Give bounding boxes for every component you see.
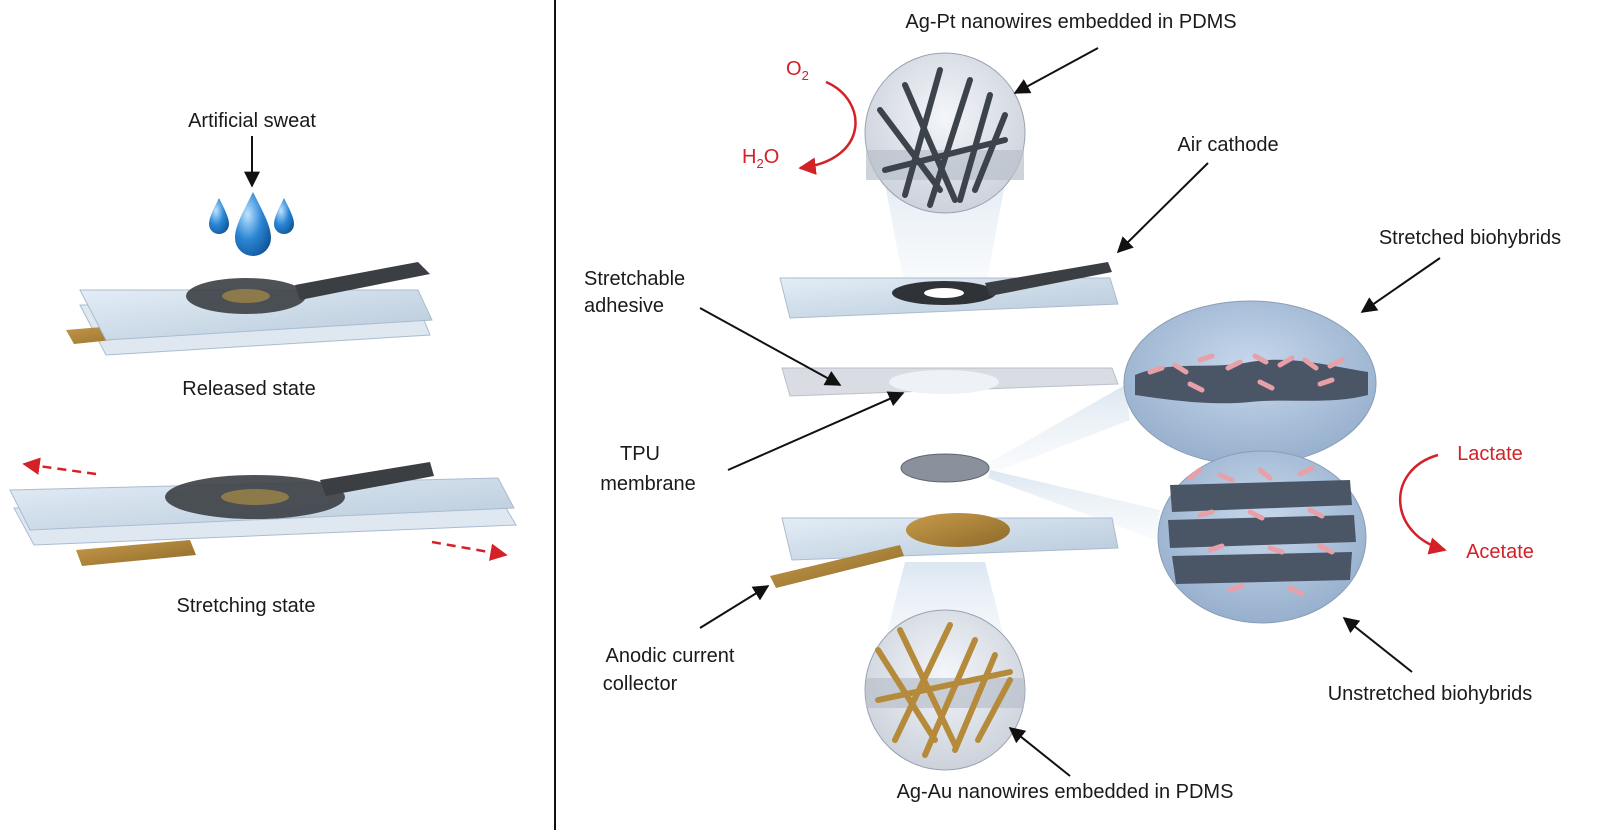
anodic-label-line1: Anodic current	[606, 645, 735, 667]
ag-au-callout-label: Ag-Au nanowires embedded in PDMS	[897, 781, 1234, 803]
stretched-biohybrids-bubble	[1123, 300, 1377, 466]
lactate-acetate-cycle: Lactate Acetate	[1399, 443, 1534, 563]
tpu-label-line1: TPU	[620, 443, 660, 465]
biohybrid-chip	[900, 453, 990, 483]
air-cathode-layer	[779, 262, 1119, 319]
stretching-state-label: Stretching state	[177, 595, 316, 617]
artificial-sweat-label: Artificial sweat	[188, 110, 316, 132]
lactate-label: Lactate	[1457, 443, 1523, 465]
tpu-arrow	[727, 391, 905, 471]
stretchable-adhesive-label-line1: Stretchable	[584, 268, 685, 290]
air-cathode-label: Air cathode	[1177, 134, 1278, 156]
o2-label: O2	[786, 58, 809, 83]
h2o-label: H2O	[742, 146, 779, 171]
stretch-arrow-left	[22, 457, 97, 476]
ag-au-nanowire-bubble	[864, 609, 1026, 771]
stretched-beam	[990, 385, 1130, 474]
ag-pt-callout-arrow	[1013, 47, 1099, 94]
unstretched-biohybrids-bubble	[1157, 450, 1367, 624]
stretchable-adhesive-label-line2: adhesive	[584, 295, 664, 317]
sweat-drops-icon	[209, 192, 294, 256]
stretched-biohybrids-label: Stretched biohybrids	[1379, 227, 1561, 249]
right-panel: Ag-Pt nanowires embedded in PDMS O2 H2O …	[584, 11, 1561, 803]
released-state-label: Released state	[182, 378, 315, 400]
anodic-label-line2: collector	[603, 673, 678, 695]
released-device	[66, 262, 433, 356]
ag-au-callout-arrow	[1008, 727, 1071, 777]
ag-pt-nanowire-bubble	[864, 52, 1026, 214]
unstretched-biohybrids-label: Unstretched biohybrids	[1328, 683, 1533, 705]
air-cathode-arrow	[1116, 162, 1209, 254]
ag-pt-callout-label: Ag-Pt nanowires embedded in PDMS	[905, 11, 1236, 33]
unstretched-beam	[988, 470, 1160, 540]
tpu-label-line2: membrane	[600, 473, 696, 495]
acetate-label: Acetate	[1466, 541, 1534, 563]
left-panel: Artificial sweat Released state	[9, 110, 517, 617]
anodic-arrow	[699, 585, 770, 629]
unstretched-biohybrids-arrow	[1342, 617, 1413, 673]
stretching-device	[9, 462, 517, 566]
stretchable-adhesive-arrow	[699, 307, 842, 386]
stretch-arrow-right	[431, 540, 508, 561]
adhesive-layer	[781, 367, 1119, 397]
anode-layer	[770, 513, 1119, 588]
oxygen-reduction-cycle: O2 H2O	[742, 58, 857, 175]
stretched-biohybrids-arrow	[1360, 257, 1441, 313]
